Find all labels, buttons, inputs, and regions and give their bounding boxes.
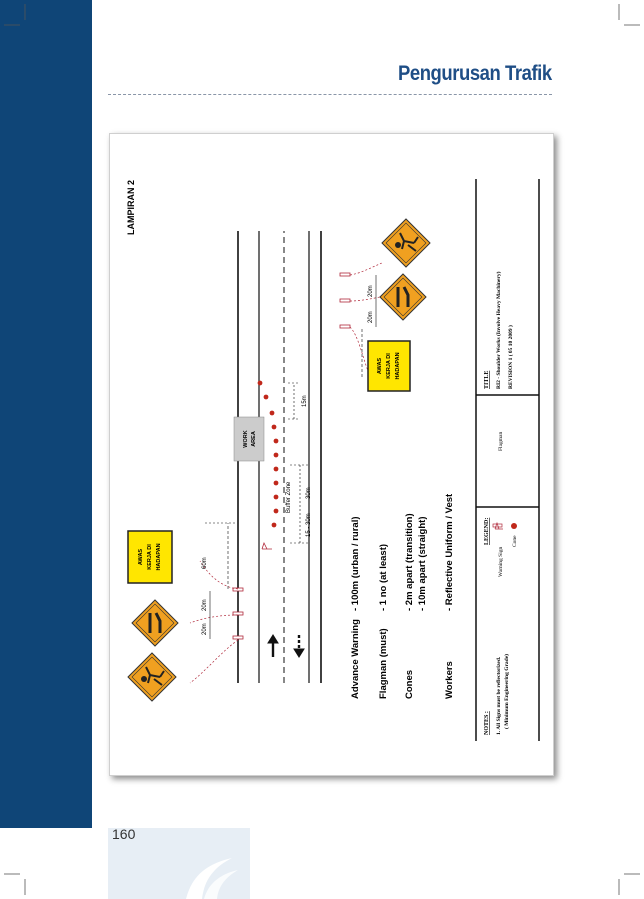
svg-text:RI2 - Shoulder Works (Involv: RI2 - Shoulder Works (Involve Heavy Mach… [495, 271, 502, 389]
dimension-lines-work-zone [288, 382, 310, 544]
svg-text:TITLE: TITLE [484, 371, 490, 389]
dimension-lines-left [205, 522, 235, 639]
svg-text:Cone: Cone [512, 535, 518, 547]
svg-text:1. All Signs must be reflector: 1. All Signs must be reflectorized. [496, 656, 502, 735]
svg-text:LEGEND:: LEGEND: [484, 518, 490, 545]
dimension-lines-right [361, 275, 377, 377]
dimension-label: 30m [306, 487, 312, 499]
svg-text:KERJA DI: KERJA DI [147, 544, 153, 570]
svg-text:KERJA DI: KERJA DI [386, 353, 392, 379]
dimension-label: 15 - 30m [306, 513, 312, 537]
dimension-label: 20m [368, 285, 374, 297]
flagman-icon [261, 541, 272, 550]
direction-arrow-left [267, 634, 279, 657]
title-block: TITLE RI2 - Shoulder Works (Involve Heav… [484, 271, 514, 389]
sign-posts-right [339, 272, 351, 329]
header-divider [108, 94, 552, 95]
sign-connectors-left [189, 560, 239, 684]
requirements-list: Advance Warning - 100m (urban / rural) F… [350, 493, 455, 699]
requirement-label: Cones [404, 670, 415, 699]
svg-text:NOTES :: NOTES : [484, 711, 490, 735]
svg-text:AREA: AREA [251, 431, 257, 447]
dimension-label: 20m [202, 623, 208, 635]
cone-legend-icon [511, 523, 517, 529]
requirement-value: - 1 no (at least) [378, 544, 389, 611]
svg-text:HADAPAN: HADAPAN [395, 352, 401, 379]
traffic-layout-diagram: LAMPIRAN 2 [109, 133, 554, 776]
page-title: Pengurusan Trafik [398, 62, 552, 85]
sign-connectors-right [349, 262, 383, 372]
flagman-legend-icon [494, 521, 503, 530]
awas-sign-right: AWAS KERJA DI HADAPAN [367, 340, 411, 392]
dimension-label: 20m [202, 599, 208, 611]
sidebar-band [0, 0, 92, 828]
requirement-value: - 2m apart (transition) [404, 513, 415, 611]
svg-text:HADAPAN: HADAPAN [156, 543, 162, 570]
notes-section: NOTES : 1. All Signs must be reflectoriz… [484, 654, 510, 735]
worker-warning-sign-icon [381, 218, 431, 268]
svg-text:Warning Sign: Warning Sign [498, 546, 504, 577]
sign-posts-left [232, 587, 244, 640]
requirement-label: Advance Warning [350, 619, 361, 699]
diagram-heading: LAMPIRAN 2 [126, 180, 136, 235]
requirement-value: - 10m apart (straight) [417, 517, 428, 612]
svg-text:Flagman: Flagman [498, 432, 504, 451]
requirement-label: Flagman (must) [378, 628, 389, 699]
svg-text:REVISION 1 ( 05 10 2009 ): REVISION 1 ( 05 10 2009 ) [507, 325, 514, 389]
svg-text:( Minimum Engineering Grade): ( Minimum Engineering Grade) [503, 654, 510, 729]
info-block [475, 179, 540, 741]
direction-arrow-right [293, 635, 305, 658]
svg-text:AWAS: AWAS [377, 358, 383, 375]
svg-text:AWAS: AWAS [138, 549, 144, 566]
lane-reduction-sign-icon [131, 599, 179, 647]
legend-section: LEGEND: Warning Sign Cone Flagman [484, 432, 518, 577]
requirement-label: Workers [444, 661, 455, 699]
footer-decoration [108, 828, 250, 899]
lane-reduction-sign-icon [379, 273, 427, 321]
work-area-box: WORK AREA [233, 416, 265, 462]
dimension-label: 15m [302, 395, 308, 407]
dimension-label: 60m [202, 557, 208, 569]
dimension-label: 20m [368, 311, 374, 323]
diagram-canvas: LAMPIRAN 2 [126, 179, 540, 741]
buffer-zone-label: Buffer Zone [286, 481, 292, 513]
awas-sign-left: AWAS KERJA DI HADAPAN [127, 530, 173, 584]
svg-text:WORK: WORK [243, 430, 249, 447]
worker-warning-sign-icon [127, 652, 177, 702]
page-number: 160 [112, 826, 136, 842]
requirement-value: - Reflective Uniform / Vest [444, 493, 455, 611]
requirement-value: - 100m (urban / rural) [350, 517, 361, 612]
cone-markers [257, 380, 279, 528]
